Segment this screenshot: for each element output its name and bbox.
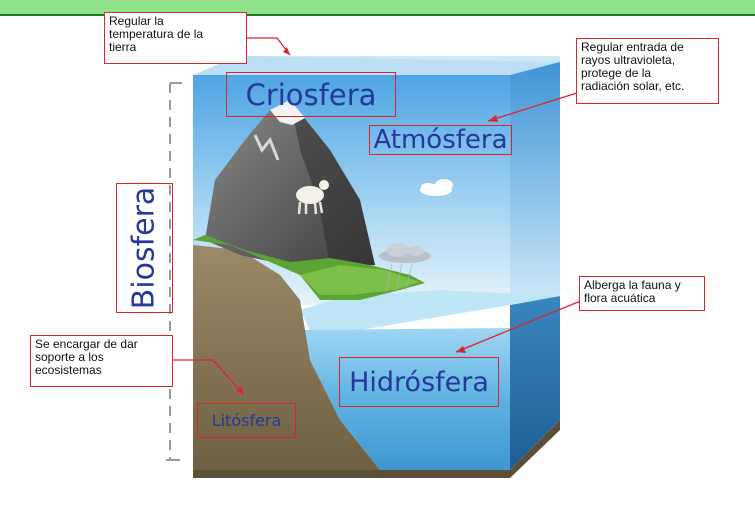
- arrow-criosfera-head: [283, 47, 290, 55]
- mountain-goat-icon: [296, 174, 332, 215]
- earth-bottom: [193, 420, 560, 478]
- water-surface: [300, 290, 560, 330]
- block-top-face-edge: [193, 56, 560, 75]
- arrow-litosfera: [173, 359, 245, 396]
- snow-cap: [270, 100, 305, 125]
- hidrosfera-label: Hidrósfera: [339, 357, 499, 407]
- block-side-sky: [510, 62, 560, 305]
- arrow-litosfera-head: [236, 386, 244, 395]
- atmosfera-note: Regular entrada de rayos ultravioleta, p…: [576, 38, 719, 104]
- arrow-hidrosfera: [455, 299, 584, 353]
- criosfera-note: Regular la temperatura de la tierra: [104, 12, 247, 64]
- arrow-atmosfera-head: [488, 115, 498, 122]
- litosfera-label: Litósfera: [197, 403, 296, 438]
- biosfera-label-box: [116, 183, 173, 313]
- biosfera-label: Biosfera: [126, 186, 162, 310]
- arrow-hidrosfera-head: [456, 346, 466, 353]
- mountain-shadow: [290, 100, 375, 265]
- litosfera-note: Se encargar de dar soporte a los ecosist…: [30, 335, 173, 387]
- annotation-arrows: [173, 37, 584, 396]
- arrow-atmosfera: [487, 91, 581, 122]
- cloud-icon: [420, 179, 453, 196]
- snow-streaks: [253, 134, 280, 161]
- water-front: [300, 328, 510, 470]
- biosfera-bracket: [166, 82, 182, 461]
- earth-front: [193, 245, 380, 470]
- rain-cloud-icon: [379, 243, 431, 293]
- criosfera-label: Criosfera: [226, 72, 396, 117]
- atmosfera-label: Atmósfera: [369, 125, 512, 155]
- arrow-criosfera: [247, 37, 291, 56]
- block-side-water: [510, 296, 560, 470]
- hidrosfera-note: Alberga la fauna y flora acuática: [579, 276, 705, 311]
